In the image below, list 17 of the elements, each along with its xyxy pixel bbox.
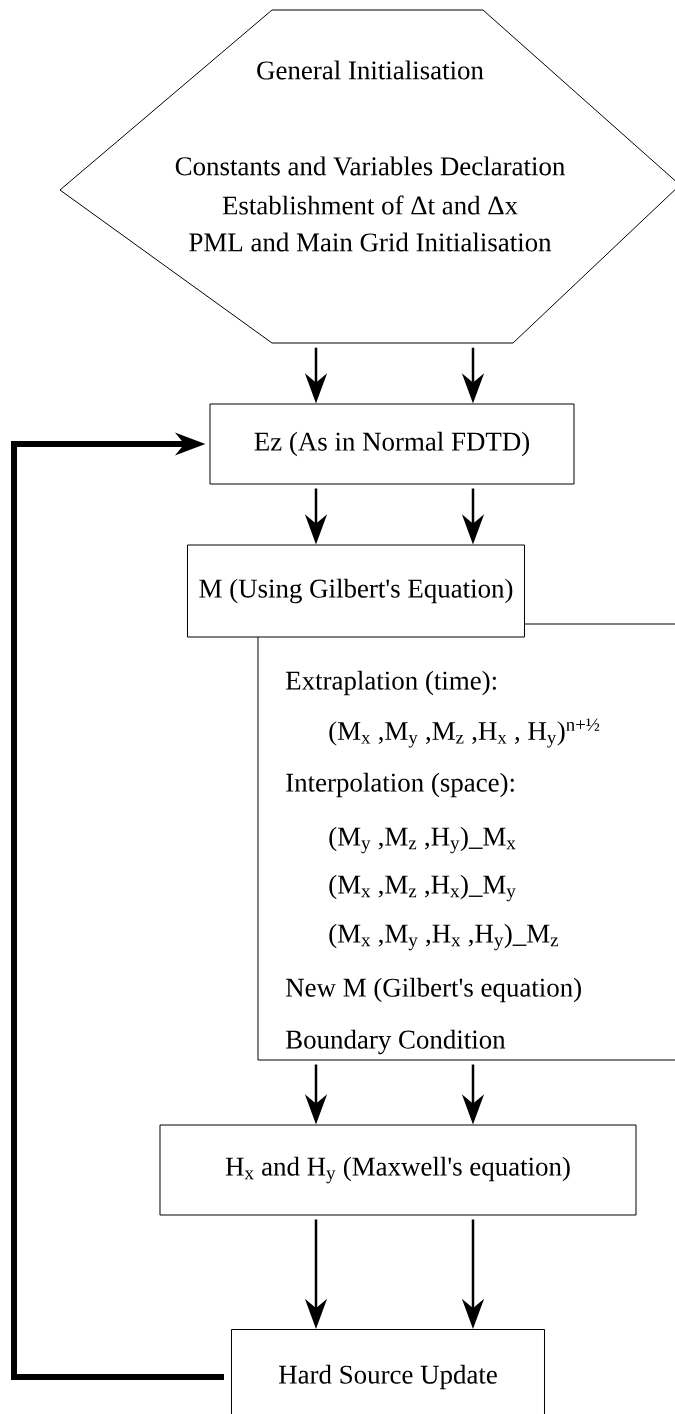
- arrow: [11, 432, 224, 1380]
- step-text: Constants and Variables Declaration: [175, 156, 565, 176]
- step-text: Interpolation (space):: [286, 772, 514, 798]
- step-text: Boundary Condition: [286, 1029, 506, 1055]
- step-text: Extraplation (time):: [286, 670, 496, 696]
- step-text: (M$_{x}$ ,M$_{z}$ ,H$_{x}$)_M$_{y}$: [329, 874, 516, 902]
- step-text: Establishment of Δt and Δx: [222, 195, 518, 215]
- step-text: General Initialisation: [257, 60, 484, 80]
- step-text: (M$_{y}$ ,M$_{z}$ ,H$_{y}$)_M$_{x}$: [329, 826, 516, 854]
- process-box: Ez (As in Normal FDTD): [209, 403, 575, 485]
- step-text: PML and Main Grid Initialisation: [189, 232, 552, 252]
- process-box: Hard Source Update: [231, 1329, 545, 1414]
- process-box: H$_{x}$ and H$_{y}$ (Maxwell's equation): [159, 1124, 637, 1216]
- process-box: M (Using Gilbert's Equation): [187, 544, 525, 638]
- step-text: (M$_{x}$ ,M$_{y}$ ,M$_{z}$ ,H$_{x}$ , H$_{y}$)$^{n+½}$: [329, 718, 600, 748]
- step-text: New M (Gilbert's equation): [286, 977, 581, 1003]
- step-text: (M$_{x}$ ,M$_{y}$ ,H$_{x}$ ,H$_{y}$)_M$_{z}$: [329, 923, 558, 951]
